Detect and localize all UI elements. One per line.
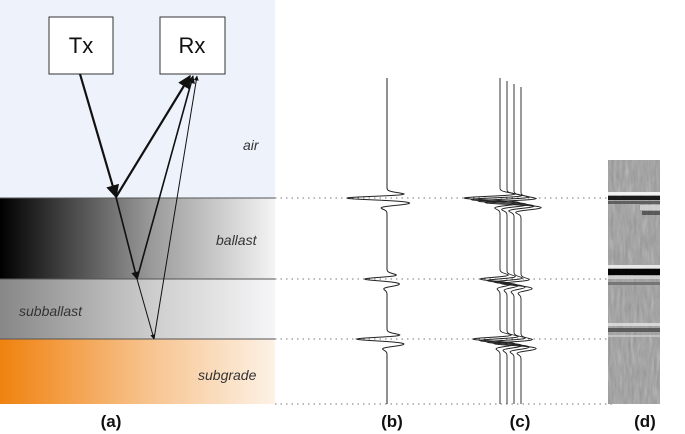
receiver-box: Rx <box>159 16 226 75</box>
panel-label-d: (d) <box>634 412 656 431</box>
panel-label-c: (c) <box>510 412 531 431</box>
layer-label-subgrade: subgrade <box>198 367 257 383</box>
ray-up-1 <box>115 74 191 198</box>
trace-c-line <box>477 84 535 404</box>
ray-paths <box>78 73 199 340</box>
subballast-layer <box>0 279 275 339</box>
trace-c-line <box>484 87 542 404</box>
ray-up-2 <box>136 75 195 280</box>
panel-label-b: (b) <box>381 412 403 431</box>
traces-c <box>463 78 542 404</box>
ballast-layer <box>0 198 275 279</box>
radargram-image <box>608 160 660 404</box>
subgrade-layer <box>0 339 275 404</box>
trace-c-line <box>470 81 528 404</box>
layer-label-air: air <box>243 137 260 153</box>
interface-dotted-lines <box>275 197 612 405</box>
layer-label-subballast: subballast <box>19 303 83 319</box>
ray-down-1 <box>78 73 119 199</box>
layer-label-ballast: ballast <box>216 232 258 248</box>
trace-b-line <box>346 78 411 404</box>
panel-label-a: (a) <box>101 412 122 431</box>
ray-down-3 <box>136 278 156 340</box>
air-layer <box>0 0 275 198</box>
transmitter-label: Tx <box>69 33 93 58</box>
receiver-label: Rx <box>179 33 206 58</box>
ray-up-3 <box>153 75 199 340</box>
ray-down-2 <box>115 196 140 280</box>
transmitter-box: Tx <box>48 16 114 75</box>
trace-b <box>346 78 411 404</box>
trace-c-line <box>463 78 521 404</box>
